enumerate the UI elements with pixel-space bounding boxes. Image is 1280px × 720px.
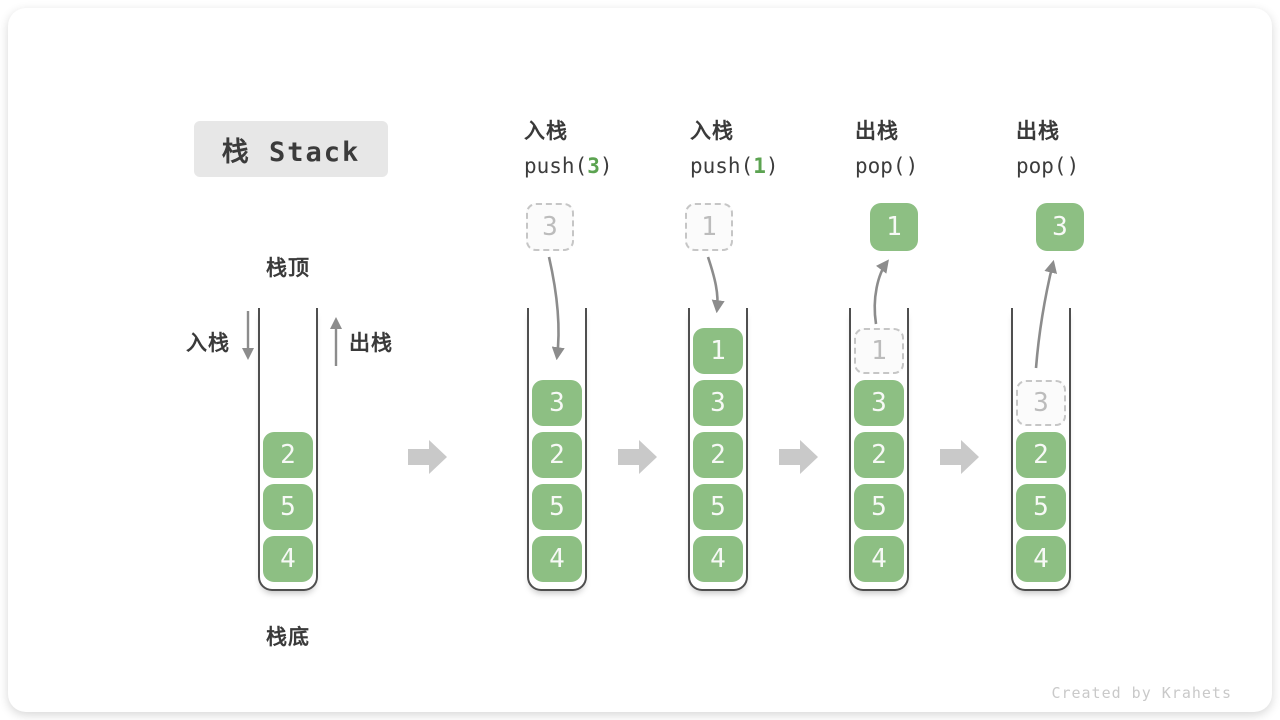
op-header-pop-3: 出栈 pop() xyxy=(1016,115,1079,178)
floating-ghost-cell: 1 xyxy=(685,203,733,251)
stack-container-initial: 2 5 4 xyxy=(258,308,318,591)
stack-cell: 4 xyxy=(263,536,313,582)
stack-cell: 5 xyxy=(693,484,743,530)
op-label: 入栈 xyxy=(524,120,568,143)
stack-cell: 5 xyxy=(263,484,313,530)
stack-cell: 4 xyxy=(1016,536,1066,582)
op-code: pop() xyxy=(1016,154,1079,178)
stack-cell: 2 xyxy=(693,432,743,478)
floating-cell-value: 1 xyxy=(886,212,902,242)
stack-cell: 5 xyxy=(532,484,582,530)
floating-cell-value: 3 xyxy=(542,212,558,242)
stack-cell: 3 xyxy=(854,380,904,426)
stack-cell: 2 xyxy=(1016,432,1066,478)
stack-cell: 2 xyxy=(263,432,313,478)
stack-container-after-push-1: 1 3 2 5 4 xyxy=(688,308,748,591)
stack-bottom-label: 栈底 xyxy=(266,626,310,649)
watermark: Created by Krahets xyxy=(1051,684,1232,702)
floating-popped-cell: 1 xyxy=(870,203,918,251)
arrows-overlay xyxy=(242,256,1058,474)
floating-popped-cell: 3 xyxy=(1036,203,1084,251)
op-label: 入栈 xyxy=(690,120,734,143)
step-arrow-icon xyxy=(618,440,657,474)
op-header-push-3: 入栈 push(3) xyxy=(524,115,613,178)
op-code: push(3) xyxy=(524,154,613,178)
pop-direction-label: 出栈 xyxy=(349,332,393,355)
stack-cell: 4 xyxy=(532,536,582,582)
step-arrow-icon xyxy=(408,440,447,474)
code-pre: pop() xyxy=(1016,154,1080,178)
code-pre: pop() xyxy=(855,154,919,178)
op-code: push(1) xyxy=(690,154,779,178)
stack-cell: 1 xyxy=(693,328,743,374)
floating-cell-value: 3 xyxy=(1052,212,1068,242)
stack-top-label: 栈顶 xyxy=(266,257,310,280)
title-text: 栈 Stack xyxy=(221,136,361,168)
code-post: ) xyxy=(599,154,613,178)
stack-ghost-cell: 3 xyxy=(1016,380,1066,426)
stack-container-after-pop-1: 1 3 2 5 4 xyxy=(849,308,909,591)
stack-cell: 3 xyxy=(693,380,743,426)
code-pre: push( xyxy=(690,154,754,178)
op-label: 出栈 xyxy=(855,120,899,143)
stack-cell: 4 xyxy=(693,536,743,582)
stack-cell: 2 xyxy=(532,432,582,478)
op-header-push-1: 入栈 push(1) xyxy=(690,115,779,178)
code-pre: push( xyxy=(524,154,588,178)
stack-cell: 2 xyxy=(854,432,904,478)
push-direction-label: 入栈 xyxy=(186,332,230,355)
step-arrow-icon xyxy=(779,440,818,474)
stack-container-after-pop-3: 3 2 5 4 xyxy=(1011,308,1071,591)
card: 栈 Stack 入栈 push(3) 入栈 push(1) 出栈 pop() 出… xyxy=(8,8,1272,712)
op-label: 出栈 xyxy=(1016,120,1060,143)
stack-cell: 5 xyxy=(854,484,904,530)
stack-container-after-push-3: 3 2 5 4 xyxy=(527,308,587,591)
floating-cell-value: 1 xyxy=(701,212,717,242)
floating-ghost-cell: 3 xyxy=(526,203,574,251)
stack-cell: 3 xyxy=(532,380,582,426)
code-arg: 3 xyxy=(587,154,600,178)
code-post: ) xyxy=(765,154,779,178)
code-arg: 1 xyxy=(753,154,766,178)
stack-ghost-cell: 1 xyxy=(854,328,904,374)
stack-cell: 5 xyxy=(1016,484,1066,530)
op-code: pop() xyxy=(855,154,918,178)
op-header-pop-1: 出栈 pop() xyxy=(855,115,918,178)
step-arrow-icon xyxy=(940,440,979,474)
stack-cell: 4 xyxy=(854,536,904,582)
title-badge: 栈 Stack xyxy=(194,121,388,177)
push-arrow-icon xyxy=(706,256,725,314)
